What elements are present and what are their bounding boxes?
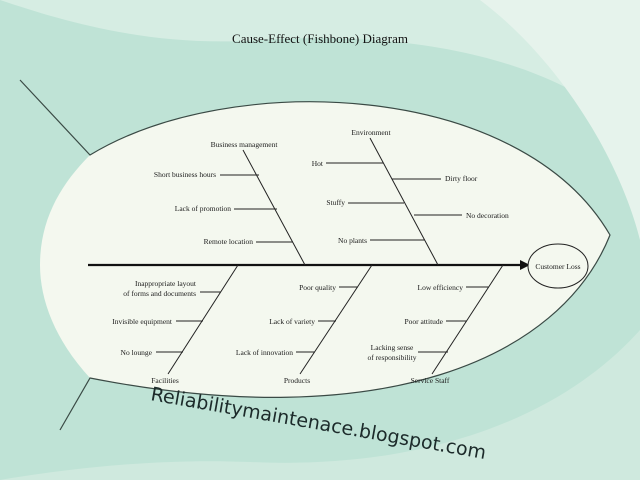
spine-arrowhead — [520, 260, 530, 270]
cause-label: No decoration — [466, 211, 509, 220]
cause-label: of responsibility — [368, 353, 417, 362]
category-label-service-staff: Service Staff — [411, 376, 450, 385]
diagram-title: Cause-Effect (Fishbone) Diagram — [232, 31, 408, 46]
fish-body — [40, 101, 610, 398]
bone-facilities — [167, 264, 239, 375]
effect-label: Customer Loss — [535, 262, 580, 271]
cause-label: Inappropriate layout — [135, 279, 197, 288]
category-label-facilities: Facilities — [151, 376, 179, 385]
bone-business-management — [242, 149, 306, 266]
category-business-management: Business management Short business hours… — [154, 140, 306, 266]
category-environment: Environment Hot Dirty floor Stuffy No de… — [312, 128, 509, 266]
cause-label: Poor attitude — [404, 317, 443, 326]
cause-label: No lounge — [121, 348, 153, 357]
category-facilities: Facilities Inappropriate layout of forms… — [112, 264, 239, 385]
category-label-business-management: Business management — [211, 140, 279, 149]
bone-products — [299, 264, 373, 375]
background-band-bottom — [0, 330, 640, 480]
effect-ellipse — [527, 243, 589, 289]
bone-environment — [369, 137, 439, 266]
category-service-staff: Service Staff Low efficiency Poor attitu… — [368, 264, 504, 385]
fish-outline — [19, 79, 611, 431]
cause-label: Lack of promotion — [175, 204, 231, 213]
category-products: Products Poor quality Lack of variety La… — [236, 264, 373, 385]
cause-label: Low efficiency — [418, 283, 464, 292]
cause-label: Remote location — [204, 237, 254, 246]
cause-label: Lack of innovation — [236, 348, 293, 357]
category-label-products: Products — [284, 376, 310, 385]
cause-label: Dirty floor — [445, 174, 478, 183]
cause-label: Short business hours — [154, 170, 216, 179]
cause-label: of forms and documents — [123, 289, 196, 298]
cause-label: Hot — [312, 159, 324, 168]
cause-label: Lack of variety — [269, 317, 315, 326]
bone-service-staff — [431, 264, 504, 375]
cause-label: Lacking sense — [371, 343, 414, 352]
background-band-top — [0, 0, 640, 140]
cause-label: Poor quality — [299, 283, 336, 292]
cause-label: Stuffy — [326, 198, 345, 207]
cause-label: No plants — [338, 236, 367, 245]
cause-label: Invisible equipment — [112, 317, 173, 326]
background-band-right — [480, 0, 640, 240]
category-label-environment: Environment — [351, 128, 391, 137]
